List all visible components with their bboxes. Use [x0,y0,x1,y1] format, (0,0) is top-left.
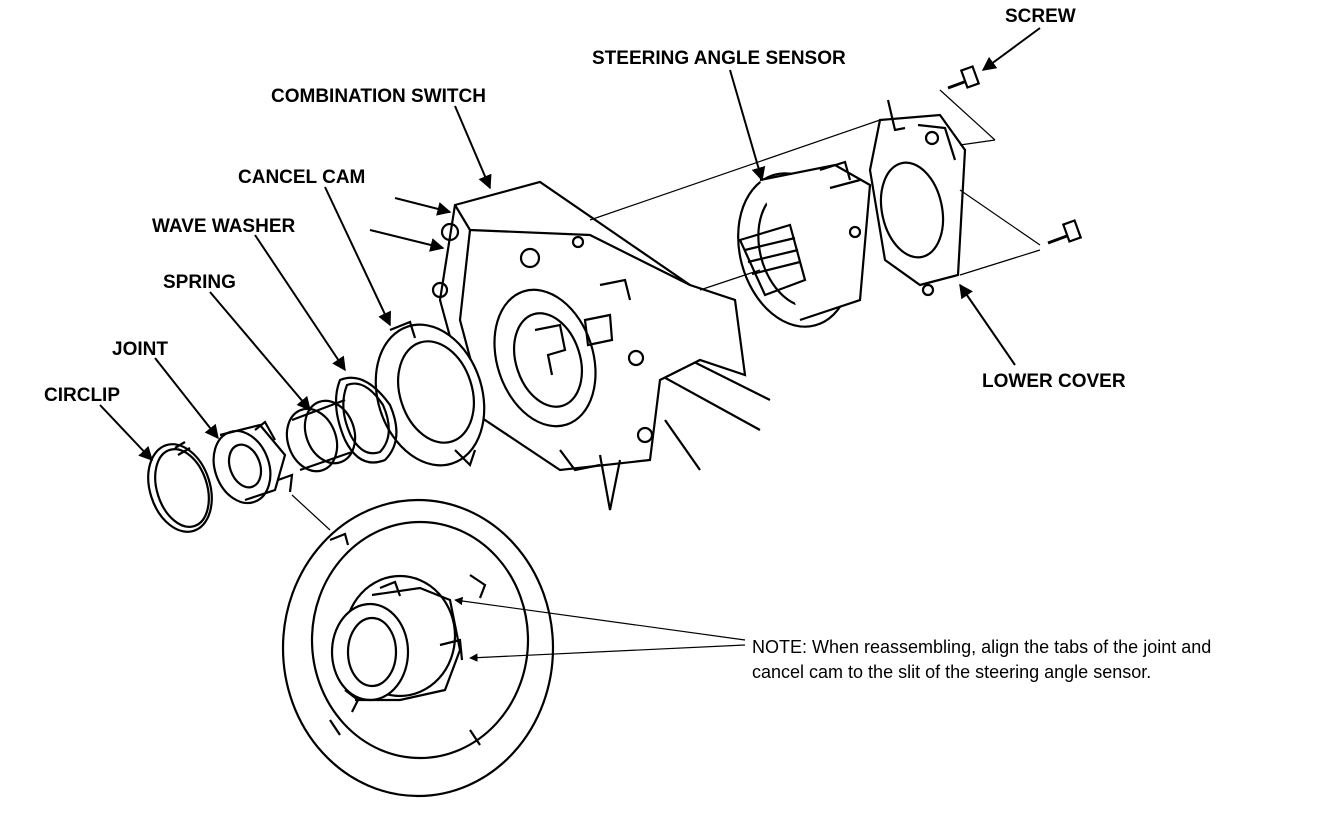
joint [212,420,294,505]
wave-washer [334,376,398,464]
axis-lines [291,89,1041,531]
label-cancel-cam: CANCEL CAM [238,167,365,188]
label-wave-washer: WAVE WASHER [152,216,295,237]
label-screw: SCREW [1005,6,1076,27]
note-line-2: cancel cam to the slit of the steering a… [752,662,1151,682]
note-line-1: NOTE: When reassembling, align the tabs … [752,637,1211,657]
label-steering-angle-sensor: STEERING ANGLE SENSOR [592,48,846,69]
label-circlip: CIRCLIP [44,385,120,406]
leader-lines [99,27,1041,462]
label-combination-switch: COMBINATION SWITCH [271,86,486,107]
note-pointers [454,596,746,662]
label-joint: JOINT [112,339,168,360]
combination-switch [369,180,747,511]
screw-upper [947,65,981,90]
screw-lower [1047,219,1083,245]
detail-view [281,498,555,798]
lower-cover [868,99,967,297]
label-spring: SPRING [163,272,236,293]
label-lower-cover: LOWER COVER [982,371,1126,392]
cancel-cam [374,320,486,468]
circlip [147,441,213,533]
steering-angle-sensor [737,160,872,328]
